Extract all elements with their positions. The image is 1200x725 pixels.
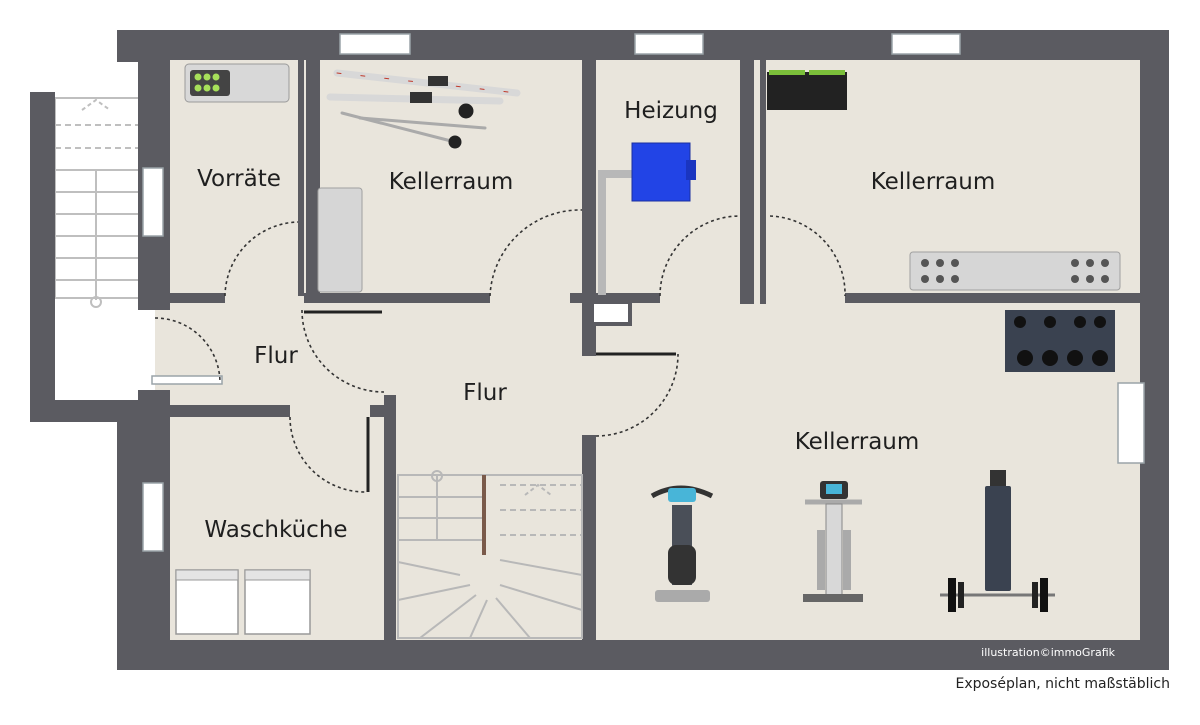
exercise-bike-icon: [650, 485, 714, 602]
room-label-waschkueche: Waschküche: [204, 517, 347, 543]
illustration-credit: illustration©immoGrafik: [981, 646, 1115, 659]
room-label-vorraete: Vorräte: [197, 166, 281, 192]
room-label-kellerraum-3: Kellerraum: [795, 429, 920, 455]
ski-poles-icon: [340, 103, 487, 149]
room-label-kellerraum-2: Kellerraum: [871, 169, 996, 195]
shelf-icon: [317, 187, 363, 293]
weight-bench-icon: [940, 470, 1055, 612]
bottle-crate-icon: [767, 70, 847, 110]
elliptical-trainer-icon: [803, 481, 863, 602]
room-label-flur-1: Flur: [254, 343, 298, 369]
door-swing-icon: [154, 209, 846, 493]
door-leaves: [304, 310, 676, 492]
room-label-flur-2: Flur: [463, 380, 507, 406]
room-label-heizung: Heizung: [624, 98, 718, 124]
outside-stair-area: [40, 92, 155, 408]
bottle-rack-icon: [909, 251, 1121, 291]
washing-machine-icon: [175, 569, 239, 635]
stair-stringer: [482, 475, 486, 555]
heater-icon: [590, 142, 696, 326]
skis-icon: [326, 69, 521, 105]
interior-staircase-icon: [397, 470, 583, 639]
window-icon: [142, 33, 1145, 552]
room-label-kellerraum-1: Kellerraum: [389, 169, 514, 195]
plan-caption: Exposéplan, nicht maßstäblich: [955, 676, 1170, 692]
dumbbell-rack-icon: [1005, 310, 1115, 372]
dryer-icon: [244, 569, 311, 635]
storage-box-icon: [184, 63, 290, 103]
